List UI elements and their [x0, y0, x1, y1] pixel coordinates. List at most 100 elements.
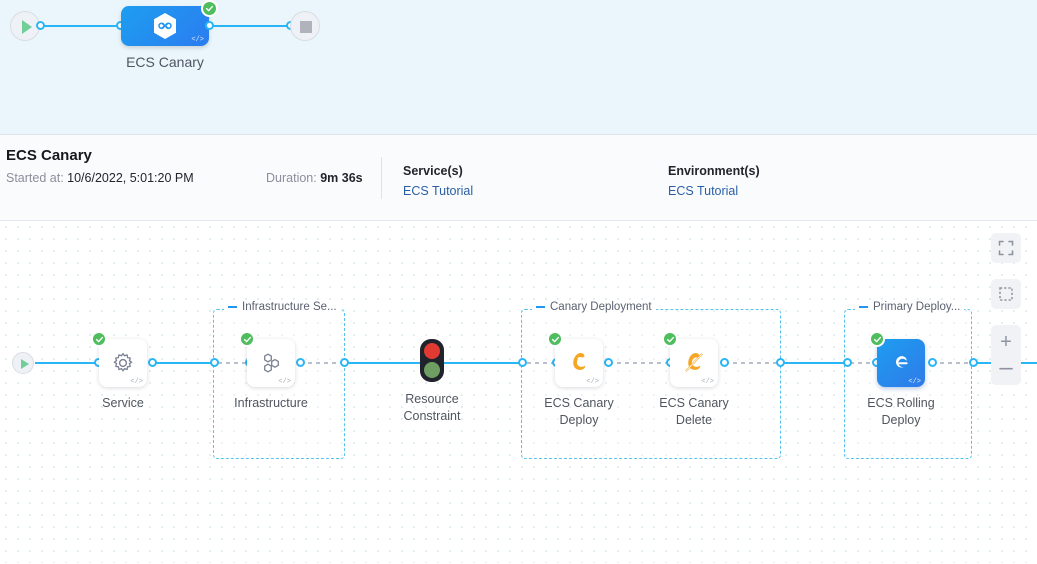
group-label-text: Canary Deployment: [550, 301, 652, 313]
step-label-line1: ECS Canary: [659, 396, 729, 410]
duration-value: 9m 36s: [320, 171, 363, 185]
status-badge-success: [91, 331, 107, 347]
started-at-value: 10/6/2022, 5:01:20 PM: [67, 171, 194, 185]
vertical-divider: [381, 157, 382, 199]
step-label-line2: Delete: [675, 413, 713, 427]
traffic-light-red-lamp: [424, 343, 440, 359]
connector-line: [43, 25, 121, 27]
step-label-line2: Deploy: [559, 413, 599, 427]
connector-port: [148, 358, 157, 367]
connector-line-dashed: [725, 362, 780, 364]
connector-line-dashed: [609, 362, 669, 364]
step-card[interactable]: </>: [555, 339, 603, 387]
connector-line-dashed: [300, 362, 344, 364]
duration-row: Duration: 9m 36s: [266, 171, 363, 185]
step-label: ECS Canary Delete: [644, 395, 744, 429]
marquee-select-icon: [999, 287, 1013, 301]
group-label-infrastructure[interactable]: Infrastructure Se...: [224, 301, 341, 313]
canary-bird-icon: [573, 352, 586, 370]
zoom-out-button[interactable]: –: [999, 354, 1013, 381]
step-label: Infrastructure: [234, 396, 308, 410]
group-label-text: Primary Deploy...: [873, 301, 961, 313]
connector-port: [720, 358, 729, 367]
ecs-rolling-deploy-icon: [896, 356, 908, 368]
connector-line: [444, 362, 524, 364]
check-icon: [205, 5, 214, 12]
connector-line: [783, 362, 847, 364]
play-icon: [21, 359, 29, 369]
pipeline-canvas[interactable]: Infrastructure Se... Canary Deployment P…: [0, 221, 1037, 563]
zoom-controls[interactable]: + –: [991, 325, 1021, 385]
started-at-label: Started at: [6, 171, 61, 185]
step-card[interactable]: </>: [247, 339, 295, 387]
gear-icon: [113, 352, 133, 372]
group-label-canary[interactable]: Canary Deployment: [532, 301, 656, 313]
started-at-row: Started at: 10/6/2022, 5:01:20 PM: [6, 171, 194, 185]
canary-bird-delete-icon: [685, 352, 703, 372]
top-pipeline-banner: </> ECS Canary: [0, 0, 1037, 135]
pipeline-stop-node[interactable]: [290, 11, 320, 41]
group-label-text: Infrastructure Se...: [242, 301, 337, 313]
code-glyph: </>: [130, 378, 143, 386]
environments-link[interactable]: ECS Tutorial: [668, 184, 739, 198]
marquee-select-button[interactable]: [991, 279, 1021, 309]
pipeline-start-node[interactable]: [10, 11, 40, 41]
connector-port: [210, 358, 219, 367]
code-glyph: </>: [191, 36, 204, 44]
check-icon: [95, 336, 103, 342]
environments-column: Environment(s) ECS Tutorial: [668, 164, 760, 198]
zoom-in-button[interactable]: +: [1000, 331, 1012, 353]
collapse-icon[interactable]: [859, 306, 868, 308]
connector-port: [340, 358, 349, 367]
step-label: ECS Rolling Deploy: [851, 395, 951, 429]
fullscreen-icon: [998, 240, 1014, 256]
services-column: Service(s) ECS Tutorial: [403, 164, 473, 198]
play-icon: [22, 20, 32, 34]
connector-line-dashed: [850, 362, 876, 364]
step-card[interactable]: </>: [99, 339, 147, 387]
hexagon-cluster-icon: [264, 353, 279, 373]
status-badge-success: [869, 331, 885, 347]
collapse-icon[interactable]: [536, 306, 545, 308]
traffic-light-icon: [420, 339, 444, 382]
connector-line: [348, 362, 424, 364]
services-link[interactable]: ECS Tutorial: [403, 184, 474, 198]
status-badge-success: [547, 331, 563, 347]
stage-group-canary-deployment[interactable]: Canary Deployment: [521, 301, 781, 459]
collapse-icon[interactable]: [228, 306, 237, 308]
connector-port: [969, 358, 978, 367]
services-label: Service(s): [403, 164, 463, 178]
status-badge-success: [239, 331, 255, 347]
code-glyph: </>: [701, 378, 714, 386]
connector-line-dashed: [218, 362, 248, 364]
check-icon: [666, 336, 674, 342]
pipeline-stage-label: ECS Canary: [126, 54, 204, 70]
connector-line: [152, 362, 214, 364]
check-icon: [243, 336, 251, 342]
execution-details-bar: ECS Canary Started at: 10/6/2022, 5:01:2…: [0, 135, 1037, 221]
status-badge-success: [662, 331, 678, 347]
harness-hexagon-icon: [152, 12, 178, 40]
step-card[interactable]: </>: [670, 339, 718, 387]
step-card[interactable]: </>: [877, 339, 925, 387]
canvas-start-node[interactable]: [12, 352, 34, 374]
code-glyph: </>: [586, 378, 599, 386]
page-title: ECS Canary: [6, 147, 92, 164]
connector-line-dashed: [527, 362, 555, 364]
connector-port: [776, 358, 785, 367]
pipeline-stage-card-ecs-canary[interactable]: </>: [121, 6, 209, 46]
traffic-light-green-lamp: [424, 362, 440, 378]
check-icon: [551, 336, 559, 342]
step-label: ECS Canary Deploy: [529, 395, 629, 429]
connector-port: [928, 358, 937, 367]
connector-port: [296, 358, 305, 367]
step-label: Resource Constraint: [382, 391, 482, 425]
fullscreen-button[interactable]: [991, 233, 1021, 263]
status-badge-success: [201, 0, 218, 17]
connector-port: [604, 358, 613, 367]
step-label-line2: Constraint: [403, 409, 461, 423]
step-label: Service: [102, 396, 144, 410]
group-label-primary[interactable]: Primary Deploy...: [855, 301, 965, 313]
check-icon: [873, 336, 881, 342]
stop-icon: [300, 21, 312, 33]
